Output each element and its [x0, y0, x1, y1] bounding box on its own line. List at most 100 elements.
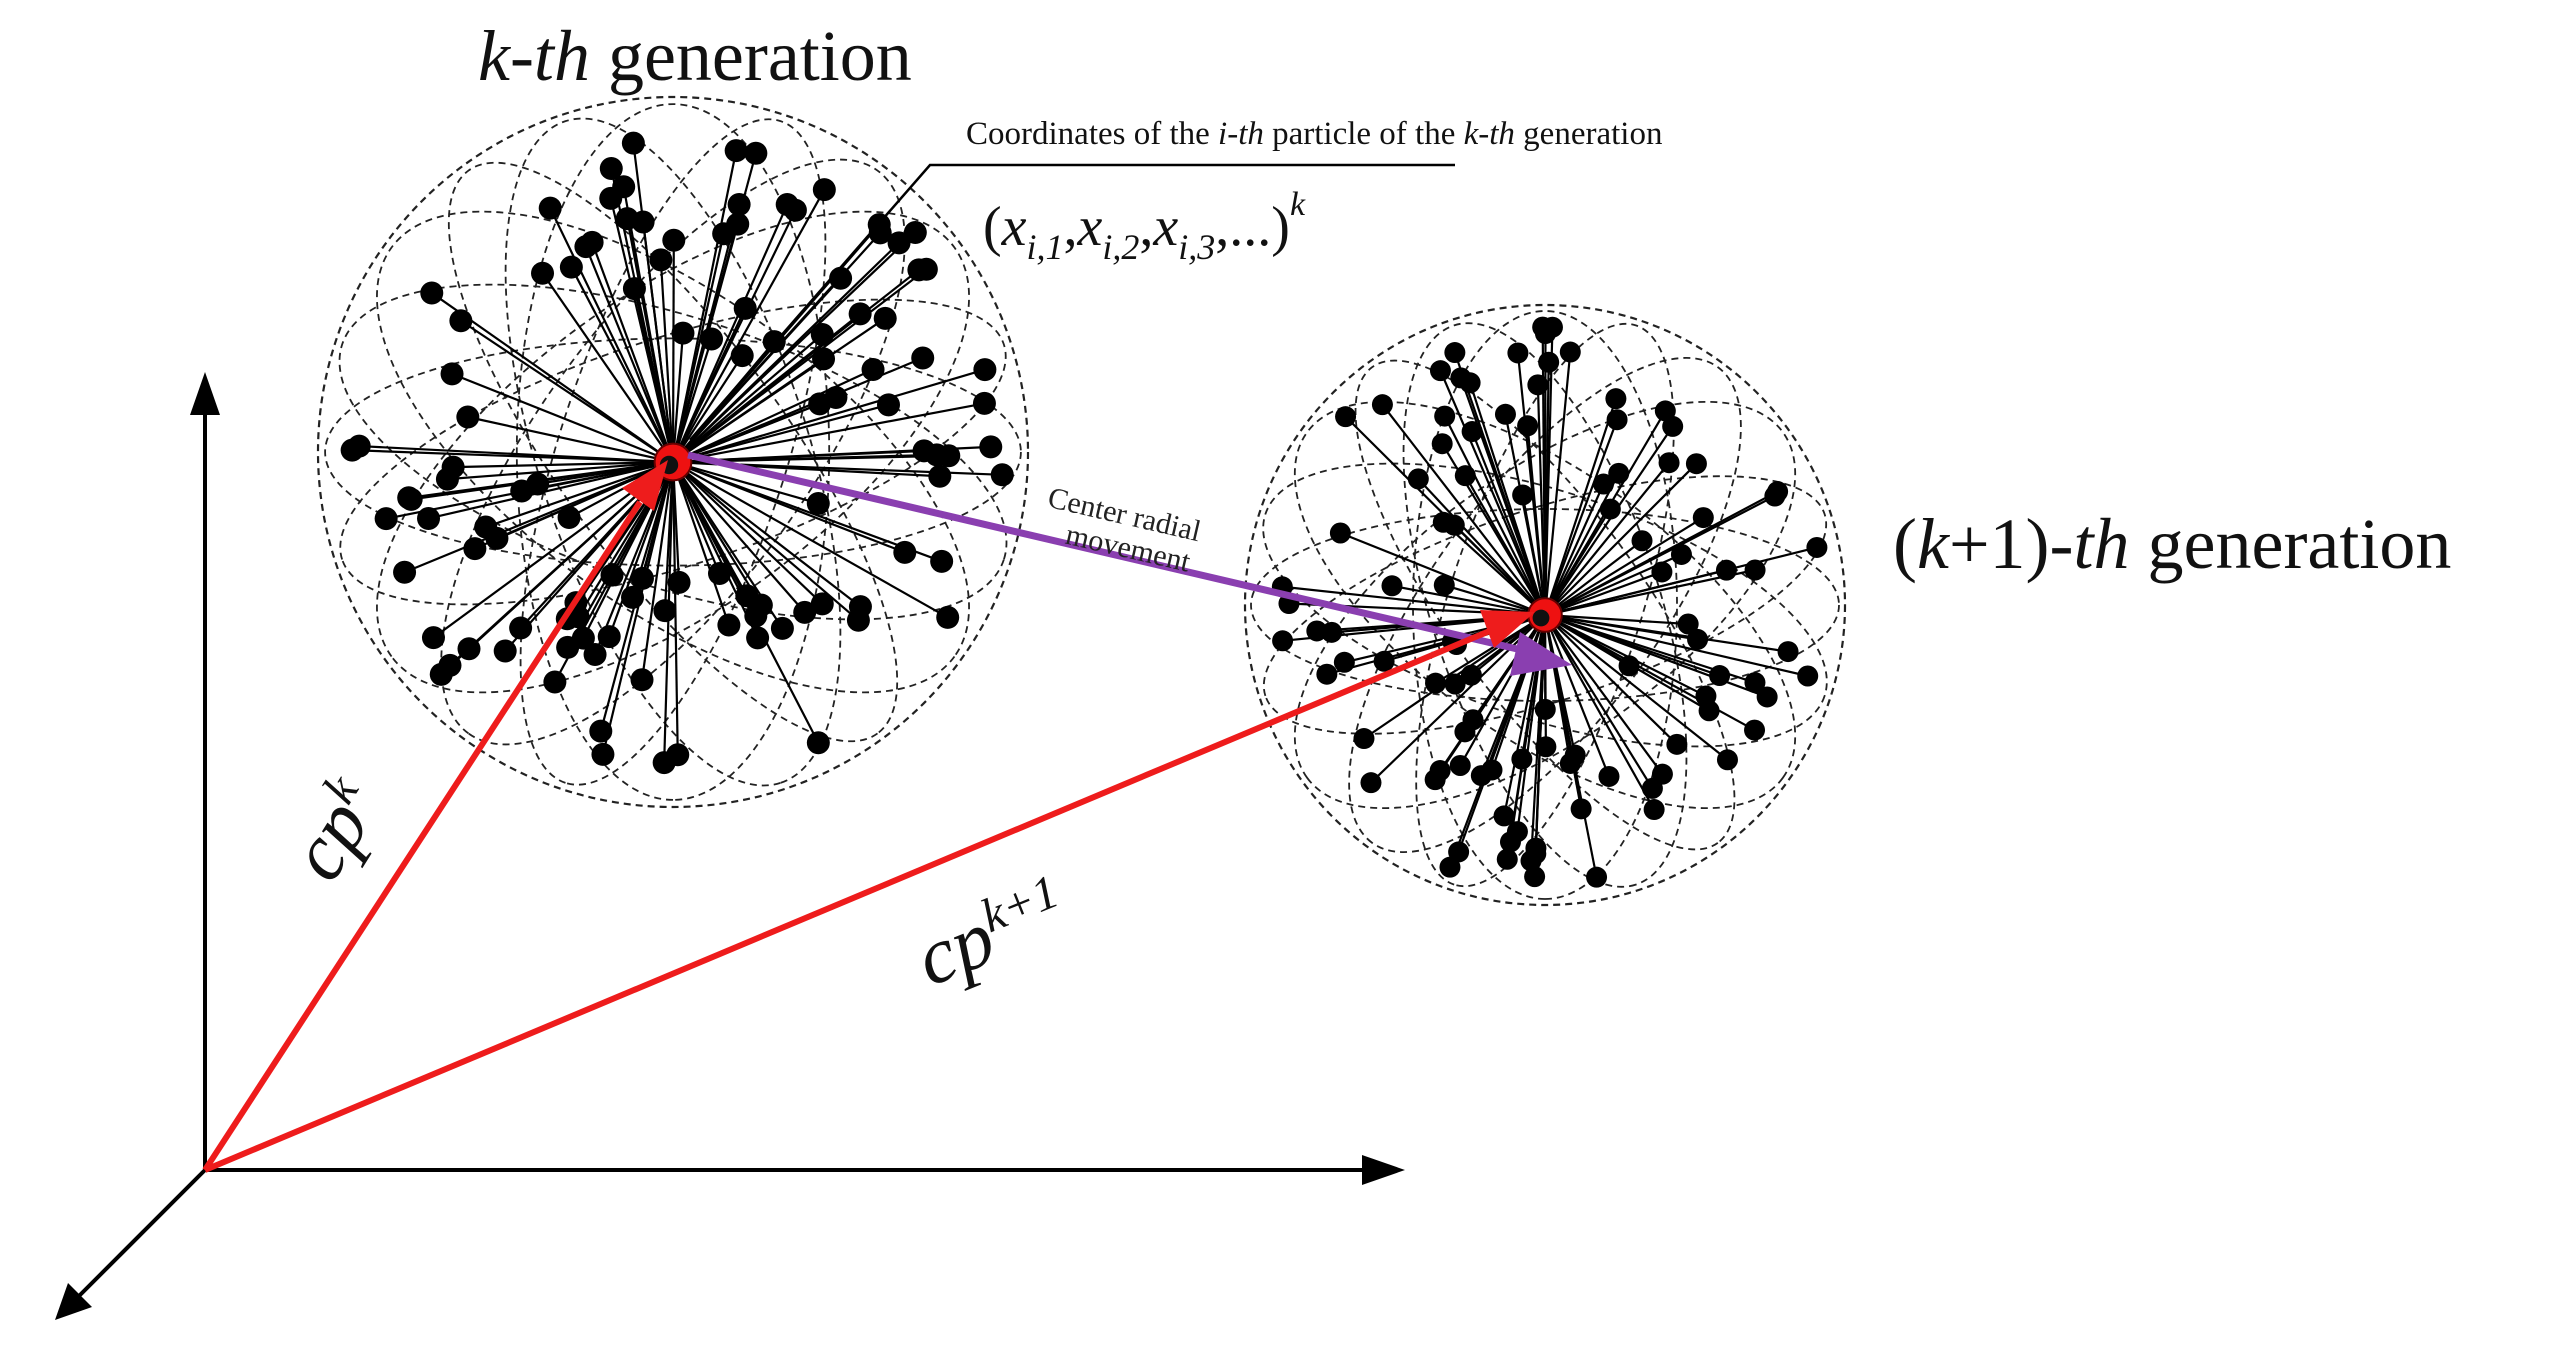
particle [1744, 672, 1766, 694]
particle-spoke [1439, 370, 1547, 616]
particle [374, 507, 398, 531]
annotation-leader-line [689, 163, 1455, 441]
particle [417, 506, 441, 530]
coord-title-part2: particle of the [1263, 116, 1464, 152]
particle-spoke [1544, 614, 1654, 789]
particle-spoke [672, 461, 862, 608]
particle [621, 131, 645, 155]
particle [1677, 613, 1699, 635]
particle [583, 643, 607, 667]
particle [1570, 798, 1592, 820]
particle-spoke [1544, 472, 1620, 616]
particle-spoke [1464, 475, 1546, 616]
k1th-generation-sphere [1243, 303, 1847, 907]
particle [1806, 536, 1828, 558]
particle [531, 261, 555, 285]
particle [1687, 628, 1709, 650]
particle-spoke [672, 189, 826, 463]
coord-x1: x [1001, 196, 1027, 258]
x-axis-arrowhead [1362, 1155, 1405, 1185]
particle-spoke [570, 266, 674, 463]
particles [1271, 316, 1828, 888]
particle-spoke [1544, 614, 1678, 746]
particle-spoke [1282, 585, 1546, 617]
particle [615, 207, 639, 231]
particle [848, 302, 872, 326]
particle [440, 362, 464, 386]
particle-spoke [626, 218, 675, 463]
particle [873, 306, 897, 330]
particle-spoke [1544, 613, 1768, 698]
cpk1-vector-arrowhead [1480, 610, 1535, 648]
particle [393, 560, 417, 584]
particle-spoke [1544, 613, 1808, 678]
particle [1716, 749, 1738, 771]
annotation-leader [689, 163, 1455, 441]
particle [1777, 641, 1799, 663]
kth-label: k-th [478, 16, 590, 96]
particle [597, 625, 621, 649]
particle-spoke [1543, 351, 1572, 616]
particle [1506, 821, 1528, 843]
particle-spoke [428, 460, 674, 520]
particle [509, 616, 533, 640]
particle [543, 670, 567, 694]
particle-spoke [672, 268, 928, 463]
particle [903, 220, 927, 244]
particle-spoke [1544, 539, 1643, 616]
coord-tail: ,...) [1215, 196, 1290, 258]
particle [1524, 866, 1546, 888]
particle-spoke [1544, 516, 1704, 616]
particle [1507, 342, 1529, 364]
particle-spoke [672, 461, 824, 605]
particle-spoke [1544, 462, 1670, 616]
particle [622, 277, 646, 301]
particle [775, 193, 799, 217]
particle-spoke [447, 460, 674, 481]
particle [1651, 763, 1673, 785]
particle-spoke [671, 461, 681, 583]
particle [979, 435, 1003, 459]
particle [1407, 468, 1429, 490]
particle [667, 570, 691, 594]
particle [1744, 719, 1766, 741]
particle [806, 731, 830, 755]
particle-spoke [1471, 431, 1547, 616]
particle [1797, 665, 1819, 687]
particle [1532, 316, 1554, 338]
particle [733, 296, 757, 320]
particle-spoke [1544, 613, 1789, 653]
coord-sub3: i,3 [1178, 227, 1216, 267]
particle [1618, 655, 1640, 677]
particle [649, 248, 673, 272]
particle [1272, 630, 1294, 652]
particle [990, 463, 1014, 487]
sphere-orbit-ellipse [1293, 400, 1797, 810]
k1th-generation-title: (k+1)-th generation [1893, 508, 2451, 580]
center-movement-arrowhead [1510, 632, 1572, 676]
particle [449, 309, 473, 333]
particle-spoke [659, 259, 675, 463]
particle-spoke [672, 396, 837, 464]
particle [1444, 342, 1466, 364]
particle [972, 391, 996, 415]
y-axis [68, 1168, 207, 1307]
particle [1525, 843, 1547, 865]
particle [630, 566, 654, 590]
particle [1481, 759, 1503, 781]
particle [1444, 673, 1466, 695]
sphere-orbit-ellipse [1354, 359, 1736, 851]
particle-spoke [584, 246, 675, 463]
particle-spoke [672, 355, 744, 463]
particle [746, 626, 770, 650]
particle-spoke [672, 460, 819, 505]
particle-spoke [1391, 584, 1546, 617]
coord-x2: x [1077, 196, 1103, 258]
particle [727, 192, 751, 216]
particle [589, 719, 613, 743]
particle [1599, 498, 1621, 520]
particle [1432, 511, 1454, 533]
particle-spoke [671, 204, 789, 463]
particle [1434, 405, 1456, 427]
particle-spoke [460, 319, 674, 463]
